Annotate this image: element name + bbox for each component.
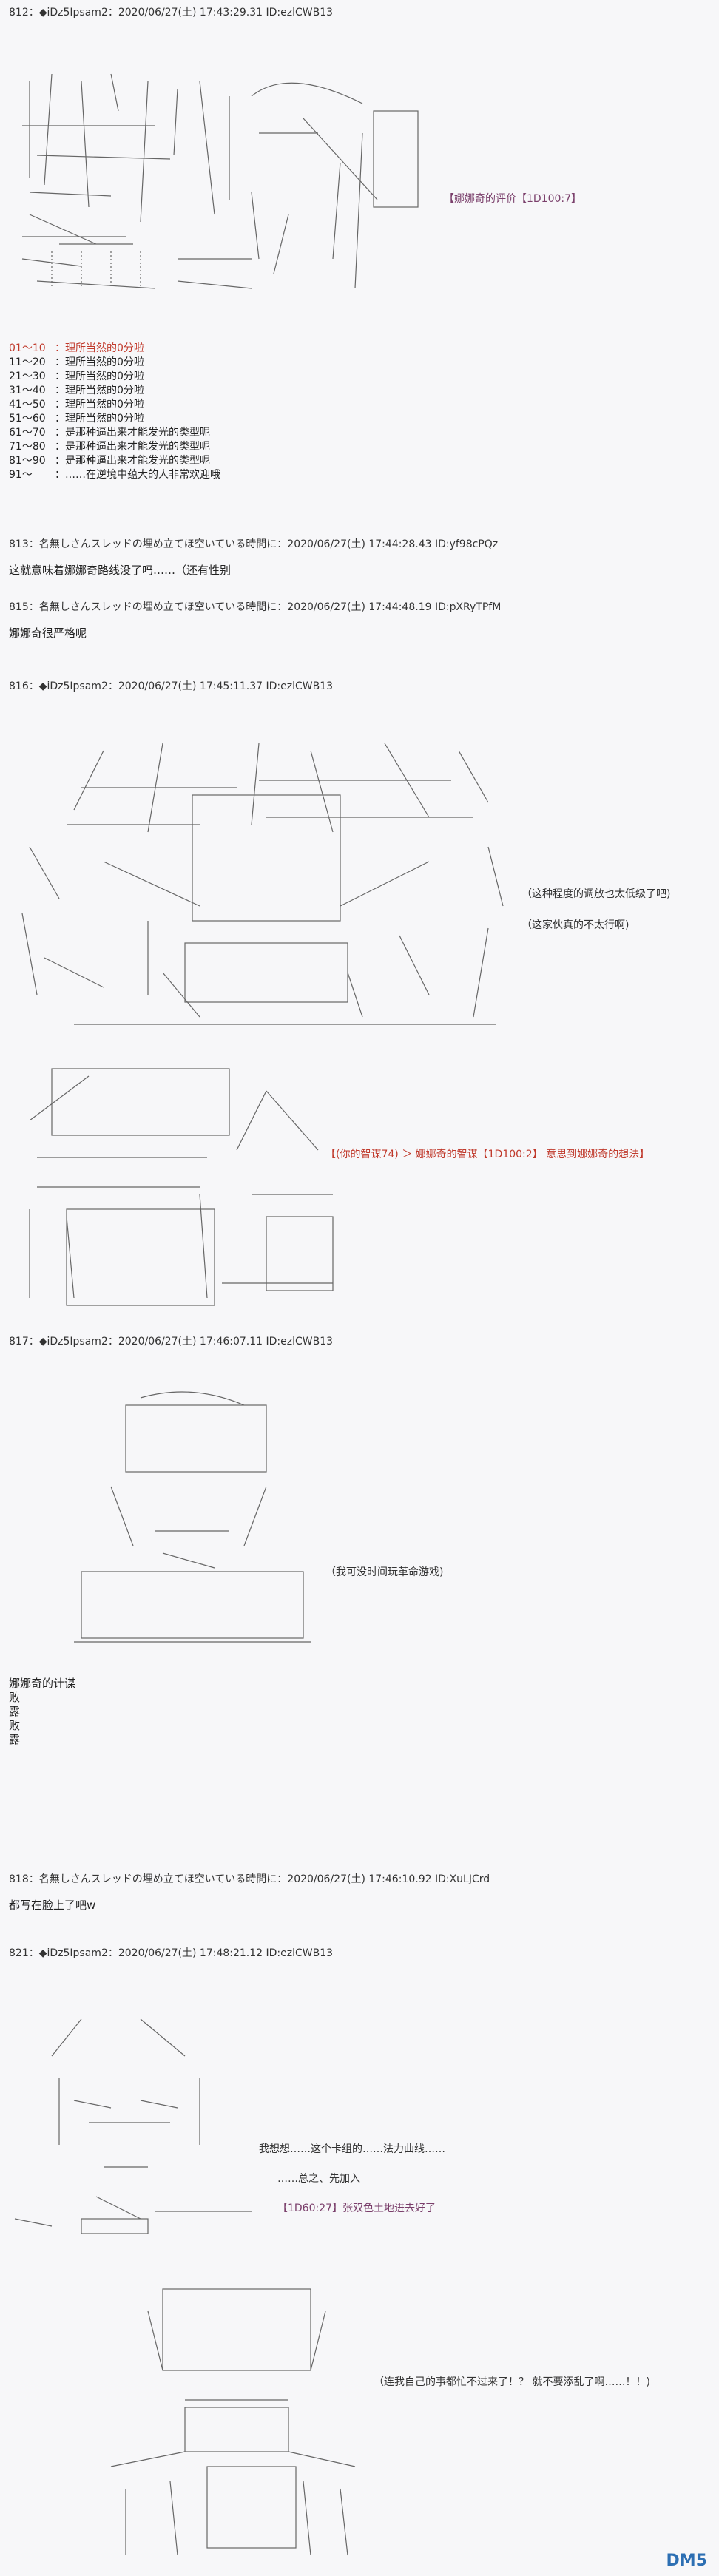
post-header-815: 815：名無しさんスレッドの埋め立てほ空いている時間に：2020/06/27(土… xyxy=(9,601,502,613)
score-result: ：理所当然的0分啦 xyxy=(55,413,144,425)
ascii-art-816-top-drawing xyxy=(21,743,504,1025)
score-range: 11～20 xyxy=(9,356,46,368)
plot-line: 露 xyxy=(9,1733,21,1746)
score-range: 61～70 xyxy=(9,427,46,439)
score-result: ：是那种逼出来才能发光的类型呢 xyxy=(55,455,210,467)
bubble-816-2: （这家伙真的不太行啊) xyxy=(521,919,629,931)
bubble-817: （我可没时间玩革命游戏) xyxy=(325,1566,444,1578)
plot-line: 败 xyxy=(9,1719,21,1732)
ascii-art-812 xyxy=(7,67,436,303)
ascii-art-816-bottom-drawing xyxy=(29,1068,334,1306)
plot-line: 败 xyxy=(9,1691,21,1704)
score-row: 31～40 ：理所当然的0分啦 xyxy=(9,382,144,397)
score-row: 81～90 ：是那种逼出来才能发光的类型呢 xyxy=(9,453,210,467)
score-range: 41～50 xyxy=(9,399,46,410)
ascii-art-821-top xyxy=(7,1997,266,2241)
ascii-art-821-bottom-drawing xyxy=(110,2288,356,2556)
score-row: 11～20 ：理所当然的0分啦 xyxy=(9,354,144,369)
score-range: 81～90 xyxy=(9,455,46,467)
thought-821-1: 我想想……这个卡组的……法力曲线…… xyxy=(259,2143,445,2155)
score-range: 21～30 xyxy=(9,371,46,382)
ascii-art-812-drawing xyxy=(21,73,419,289)
score-row: 51～60 ：理所当然的0分啦 xyxy=(9,410,144,425)
score-row: 61～70 ：是那种逼出来才能发光的类型呢 xyxy=(9,425,210,439)
post-header-821: 821：◆iDz5Ipsam2：2020/06/27(土) 17:48:21.1… xyxy=(9,1947,334,1959)
post-header-813: 813：名無しさんスレッドの埋め立てほ空いている時間に：2020/06/27(土… xyxy=(9,538,499,550)
post-header-818: 818：名無しさんスレッドの埋め立てほ空いている時間に：2020/06/27(土… xyxy=(9,1873,490,1885)
score-result: ：是那种逼出来才能发光的类型呢 xyxy=(55,427,210,439)
ascii-art-816-bottom xyxy=(15,1061,340,1313)
post-text-813: 这就意味着娜娜奇路线没了吗……（还有性别 xyxy=(9,564,232,577)
score-row: 91～ ：……在逆境中蕴大的人非常欢迎哦 xyxy=(9,467,220,481)
post-text-815: 娜娜奇很严格呢 xyxy=(9,626,87,640)
score-row: 71～80 ：是那种逼出来才能发光的类型呢 xyxy=(9,439,210,453)
score-range: 71～80 xyxy=(9,441,46,453)
ascii-art-821-bottom xyxy=(96,2282,362,2563)
score-range: 51～60 xyxy=(9,413,46,425)
score-row: 41～50 ：理所当然的0分啦 xyxy=(9,396,144,411)
score-row: 01～10 ：理所当然的0分啦 xyxy=(9,340,144,355)
thought-821-2: ……总之、先加入 xyxy=(277,2173,360,2185)
ascii-art-816-top xyxy=(15,736,518,1032)
ascii-art-817-drawing xyxy=(74,1391,311,1643)
post-header-812: 812：◆iDz5Ipsam2：2020/06/27(土) 17:43:29.3… xyxy=(9,7,334,18)
score-result: ：理所当然的0分啦 xyxy=(55,385,144,396)
intellect-check-text: 【(你的智谋74) ＞ 娜娜奇的智谋【1D100:2】 意思到娜娜奇的想法】 xyxy=(325,1149,650,1160)
site-logo: DM5 xyxy=(666,2552,707,2570)
post-header-817: 817：◆iDz5Ipsam2：2020/06/27(土) 17:46:07.1… xyxy=(9,1336,334,1348)
ascii-art-821-top-drawing xyxy=(14,2018,252,2234)
plot-line: 娜娜奇的计谋 xyxy=(9,1677,76,1690)
plot-line: 露 xyxy=(9,1705,21,1718)
bubble-816-1: （这种程度的调放也太低级了吧) xyxy=(521,888,671,900)
score-range: 01～10 xyxy=(9,342,46,354)
post-text-818: 都写在脸上了吧w xyxy=(9,1899,96,1912)
score-result: ：是那种逼出来才能发光的类型呢 xyxy=(55,441,210,453)
score-bracket-812: 【娜娜奇的评价【1D100:7】 xyxy=(444,193,582,205)
post-header-816: 816：◆iDz5Ipsam2：2020/06/27(土) 17:45:11.3… xyxy=(9,680,334,692)
score-row: 21～30 ：理所当然的0分啦 xyxy=(9,368,144,383)
intellect-check-816: 【(你的智谋74) ＞ 娜娜奇的智谋【1D100:2】 意思到娜娜奇的想法】 xyxy=(325,1146,649,1161)
score-result: ：理所当然的0分啦 xyxy=(55,399,144,410)
score-result: ：……在逆境中蕴大的人非常欢迎哦 xyxy=(55,469,220,481)
score-result: ：理所当然的0分啦 xyxy=(55,371,144,382)
score-result: ：理所当然的0分啦 xyxy=(55,356,144,368)
score-range: 31～40 xyxy=(9,385,46,396)
bubble-821: （连我自己的事都忙不过来了！？ 就不要添乱了啊……！！) xyxy=(374,2376,650,2388)
score-result: ：理所当然的0分啦 xyxy=(55,342,144,354)
dice-roll-821: 【1D60:27】张双色土地进去好了 xyxy=(277,2203,436,2214)
score-range: 91～ xyxy=(9,469,33,481)
ascii-art-817 xyxy=(67,1390,318,1649)
